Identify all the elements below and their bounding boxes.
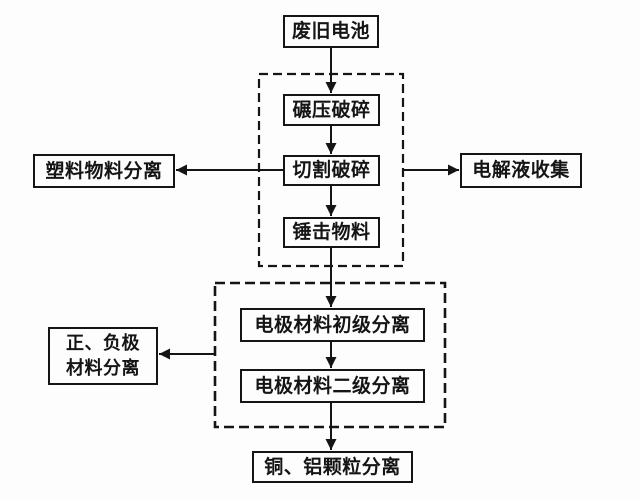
node-plastic-separation: 塑料物料分离 (33, 154, 175, 188)
node-particle-separation: 铜、铝颗粒分离 (252, 451, 413, 483)
node-waste-battery: 废旧电池 (283, 15, 379, 48)
node-electrode-materials-line1: 正、负极 (66, 332, 140, 353)
node-roll-crushing: 碾压破碎 (283, 94, 380, 126)
node-electrode-materials-line2: 材料分离 (66, 358, 140, 378)
node-electrode-materials-separation: 正、负极 材料分离 (48, 327, 158, 385)
node-secondary-separation: 电极材料二级分离 (240, 369, 425, 403)
node-cutting-crushing: 切割破碎 (283, 155, 380, 186)
node-primary-separation: 电极材料初级分离 (240, 308, 425, 342)
node-hammering: 锤击物料 (283, 217, 380, 248)
node-electrolyte-collection: 电解液收集 (460, 153, 582, 188)
